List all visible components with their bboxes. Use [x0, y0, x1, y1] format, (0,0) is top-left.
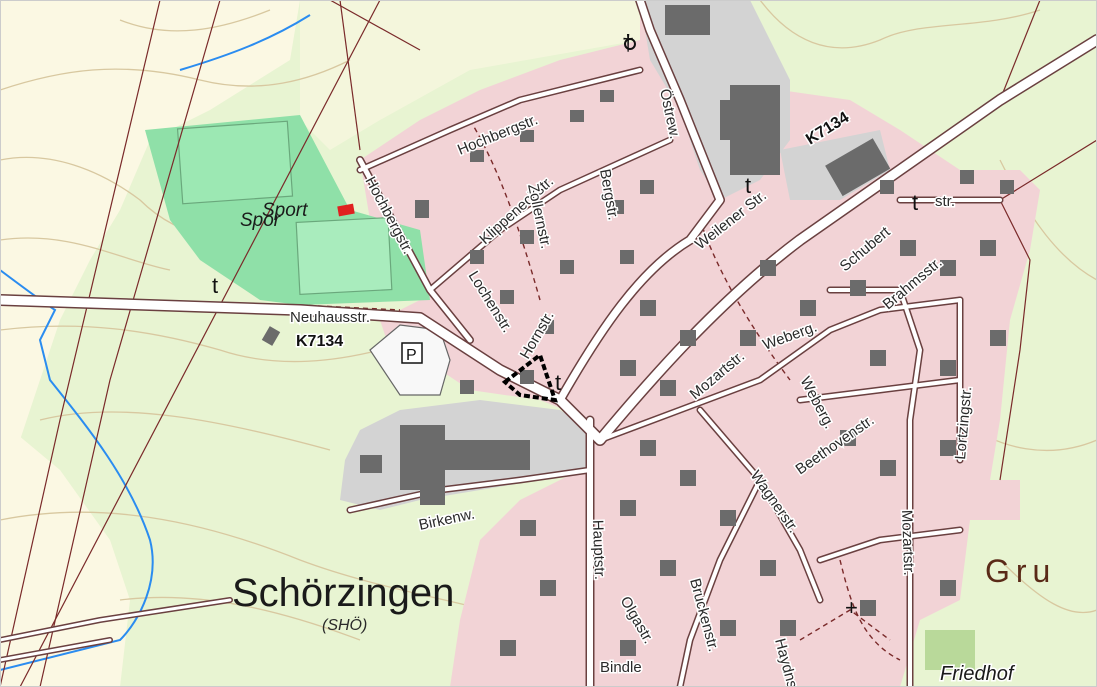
cross-icon: t	[745, 173, 751, 198]
cross-icon: t	[212, 273, 218, 298]
cemetery-area	[925, 630, 975, 670]
parking-icon[interactable]	[401, 342, 423, 364]
cross-icon: t	[912, 190, 918, 215]
road-number-label: K7134	[296, 333, 343, 350]
contour-lines	[0, 0, 1097, 641]
street-label: Neuhausstr.	[290, 309, 370, 326]
parking-icon-label: P	[406, 347, 417, 364]
place-name: Schörzingen	[232, 571, 454, 615]
church-icon: †	[622, 30, 634, 55]
sport-label-partial: Spor	[240, 210, 281, 231]
buildings	[261, 5, 1014, 656]
sport-ground	[145, 115, 430, 305]
cross-icon: t	[555, 370, 561, 395]
meadow-area	[0, 0, 300, 470]
field-name-label: Gru	[985, 553, 1056, 589]
meadow-area	[300, 0, 640, 150]
sports-building-icon	[337, 203, 355, 217]
street-label: str.	[935, 193, 955, 210]
street-label: Mozartstr.	[898, 510, 917, 576]
cross-icon: +	[845, 595, 858, 620]
street-label: Hauptstr.	[589, 520, 608, 581]
monument-outline	[501, 351, 558, 403]
cemetery-label: Friedhof	[940, 663, 1016, 685]
place-abbreviation: (SHÖ)	[322, 616, 367, 634]
chapel-icon	[624, 38, 636, 50]
street-label: Bindle	[600, 659, 642, 676]
sport-label: Sport	[262, 200, 308, 221]
